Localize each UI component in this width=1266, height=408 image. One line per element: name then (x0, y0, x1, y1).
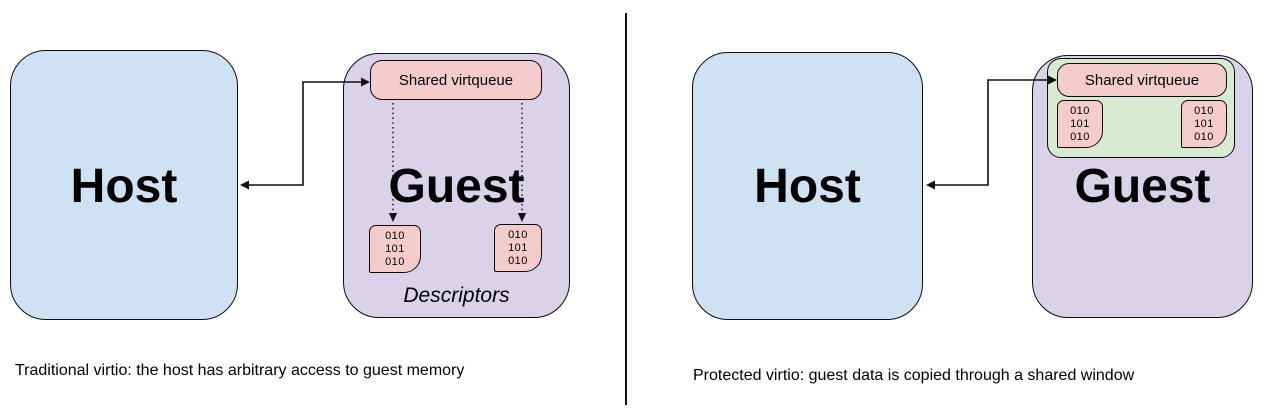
host-box (10, 50, 238, 320)
note-line: 101 (385, 242, 405, 255)
descriptor-note: 010 101 010 (1057, 100, 1103, 148)
host-label: Host (754, 160, 861, 213)
note-line: 010 (1194, 104, 1214, 117)
descriptors-label: Descriptors (403, 284, 510, 307)
guest-label: Guest (388, 160, 525, 213)
note-line: 010 (508, 228, 528, 241)
host-label: Host (70, 160, 178, 213)
arrowhead-left-icon (240, 180, 249, 190)
descriptor-note: 010 101 010 (369, 225, 421, 273)
note-line: 101 (1070, 117, 1090, 130)
note-line: 101 (1194, 117, 1214, 130)
protected-caption: Protected virtio: guest data is copied t… (693, 367, 1135, 384)
note-line: 010 (1194, 130, 1214, 143)
note-line: 101 (508, 241, 528, 254)
shared-virtqueue-box: Shared virtqueue (1057, 63, 1227, 97)
note-line: 010 (1070, 130, 1090, 143)
descriptor-note: 010 101 010 (1181, 100, 1227, 148)
panel-divider-line (625, 13, 627, 405)
note-line: 010 (1070, 104, 1090, 117)
note-line: 010 (508, 254, 528, 267)
note-line: 010 (385, 255, 405, 268)
shared-virtqueue-box: Shared virtqueue (370, 60, 542, 100)
host-box (692, 52, 923, 320)
arrowhead-left-icon (926, 180, 935, 190)
traditional-caption: Traditional virtio: the host has arbitra… (15, 362, 465, 379)
note-line: 010 (385, 229, 405, 242)
descriptor-note: 010 101 010 (494, 224, 542, 272)
guest-label: Guest (1074, 160, 1211, 213)
